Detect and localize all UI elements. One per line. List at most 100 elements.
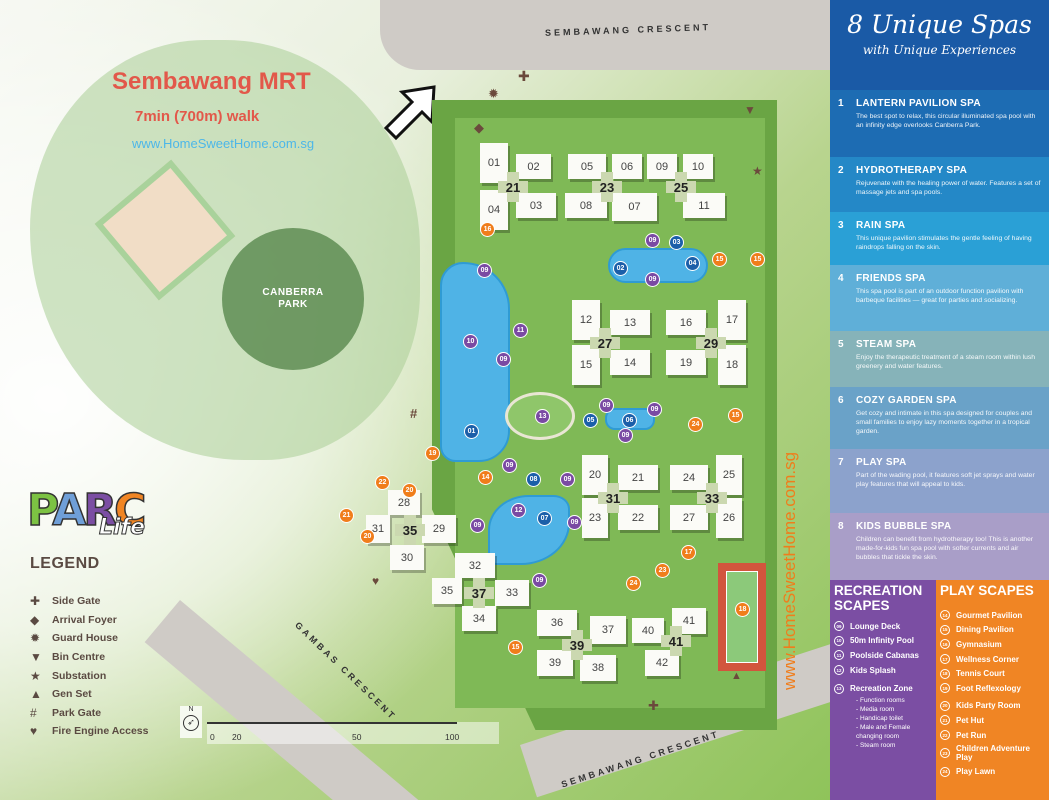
marker-24: 24 [688,417,703,432]
triangle-icon: ▲ [30,687,42,702]
marker-02: 02 [613,261,628,276]
unit-41: 41 [672,608,706,634]
site-plan-map: SEMBAWANG CRESCENT GAMBAS CRESCENT SEMBA… [0,0,830,800]
unit-02: 02 [516,154,551,179]
unit-06: 06 [612,154,642,179]
unit-37: 37 [590,616,626,644]
unit-26: 26 [716,498,742,538]
marker-14: 14 [478,470,493,485]
marker-22: 22 [375,475,390,490]
unit-35: 35 [432,578,462,604]
park-gate-icon: # [410,406,418,421]
marker-09: 09 [645,233,660,248]
fire-engine-access-icon: ♥ [372,574,380,588]
block-35: 35 [395,515,425,545]
unit-14: 14 [610,350,650,375]
marker-09: 09 [618,428,633,443]
plus-icon: ✚ [30,594,41,609]
marker-03: 03 [669,235,684,250]
marker-13: 13 [535,409,550,424]
unit-19: 19 [666,350,706,375]
mrt-title: Sembawang MRT [112,68,311,95]
marker-08: 08 [526,472,541,487]
road-sembawang-north [380,0,830,70]
unit-10: 10 [683,154,713,179]
marker-15: 15 [712,252,727,267]
marker-09: 09 [496,352,511,367]
bin-centre-icon: ▼ [744,103,756,117]
marker-11: 11 [513,323,528,338]
unit-07: 07 [612,193,657,221]
marker-12: 12 [511,503,526,518]
unit-42: 42 [645,650,679,676]
unit-24: 24 [670,465,708,490]
unit-12: 12 [572,300,600,340]
panel-header: 8 Unique Spas with Unique Experiences [830,0,1049,90]
marker-23: 23 [655,563,670,578]
unit-22: 22 [618,505,658,530]
unit-25: 25 [716,455,742,495]
unit-27: 27 [670,505,708,530]
marker-09: 09 [470,518,485,533]
bin-icon: ▼ [30,650,42,665]
legend-item-substation: ★Substation [30,668,107,683]
legend-title: LEGEND [30,555,100,572]
unit-32: 32 [455,553,495,578]
unit-09: 09 [647,154,677,179]
gen-set-icon: ▲ [731,670,742,682]
marker-15: 15 [508,640,523,655]
unit-40: 40 [632,618,664,643]
marker-04: 04 [685,256,700,271]
substation-icon: ★ [752,164,763,178]
unit-04: 04 [480,190,508,230]
guard-house-icon: ✹ [30,631,41,646]
arrow-up-right-icon [383,85,436,141]
legend-item-arrival-foyer: ◆Arrival Foyer [30,612,117,627]
north-arrow-icon: ➶ [183,715,199,731]
play-title: PLAY SCAPES [940,583,1034,598]
unit-38: 38 [580,655,616,681]
unit-23: 23 [582,498,608,538]
star-icon: ★ [30,668,41,683]
marker-09: 09 [560,472,575,487]
panel-subtitle: with Unique Experiences [862,43,1017,57]
guard-house-icon: ✹ [488,86,499,101]
unit-18: 18 [718,345,746,385]
unit-21: 21 [618,465,658,490]
marker-06: 06 [622,413,637,428]
website-url: www.HomeSweetHome.com.sg [132,136,315,151]
unit-16: 16 [666,310,706,335]
tennis-court [718,563,766,671]
legend-item-fire-engine-access: ♥Fire Engine Access [30,724,149,739]
marker-09: 09 [477,263,492,278]
parc-life-logo: PARC Life [26,484,147,540]
marker-10: 10 [463,334,478,349]
marker-20: 20 [360,529,375,544]
legend-item-bin-centre: ▼Bin Centre [30,650,106,665]
